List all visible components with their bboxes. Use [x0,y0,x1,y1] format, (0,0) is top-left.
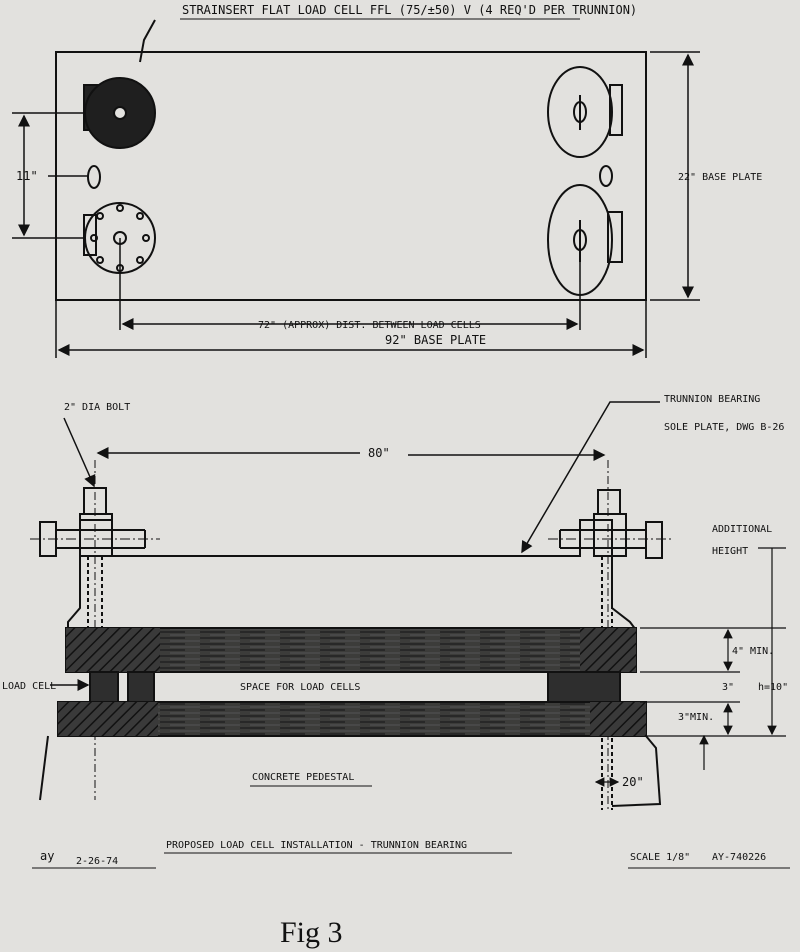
right-bolt [548,460,672,810]
dim-20-label: 20" [622,775,644,789]
small-oval-left [87,165,101,189]
load-cell-left-1 [89,671,119,703]
dim-3-label: 3" [722,682,734,693]
dim-92-label: 92" BASE PLATE [385,333,486,347]
load-cell-label: LOAD CELL [2,681,56,692]
dim-11 [12,112,88,239]
leader-load-cell [139,19,156,63]
concrete-pedestal [39,735,662,807]
load-cell-bottom-right [547,184,623,296]
dim-3min-label: 3"MIN. [678,712,714,723]
figure-caption: Fig 3 [280,916,343,949]
bearing-note-2: SOLE PLATE, DWG B-26 [664,422,784,433]
title: PROPOSED LOAD CELL INSTALLATION - TRUNNI… [166,840,467,851]
dim-80 [96,447,606,461]
bolt-note: 2" DIA BOLT [64,402,130,413]
leader-bearing [521,401,660,554]
dim-80-label: 80" [368,446,390,460]
date: 2-26-74 [76,856,118,867]
leader-bolt [63,417,96,488]
elevation-view [30,401,786,810]
pedestal-label: CONCRETE PEDESTAL [252,772,354,783]
scale: SCALE 1/8" [630,852,690,863]
bearing-body [67,519,637,631]
additional-label-2: HEIGHT [712,546,748,557]
left-bolt [30,460,160,800]
dim-92 [55,300,647,358]
load-cell-top-right [547,66,623,158]
dim-72-label: 72" (APPROX) DIST. BETWEEN LOAD CELLS [258,320,481,331]
dim-22 [650,51,700,301]
load-cell-note: STRAINSERT FLAT LOAD CELL FFL (75/±50) V… [182,3,637,17]
dim-72 [119,238,581,330]
load-cell-right [547,671,621,703]
additional-label-1: ADDITIONAL [712,524,772,535]
dim-22-label: 22" BASE PLATE [678,172,762,183]
plan-view [12,19,700,358]
height-dims [640,547,786,770]
dim-4min-label: 4" MIN. [732,646,774,657]
space-label: SPACE FOR LOAD CELLS [240,682,360,693]
dim-h10-label: h=10" [758,682,788,693]
drawing-number: AY-740226 [712,852,766,863]
load-cell-top-left [83,77,156,149]
bearing-note-1: TRUNNION BEARING [664,394,760,405]
load-cell-left-2 [127,671,155,703]
small-oval-right [599,165,613,187]
initials: ay [40,849,54,863]
dim-11-label: 11" [16,169,38,183]
